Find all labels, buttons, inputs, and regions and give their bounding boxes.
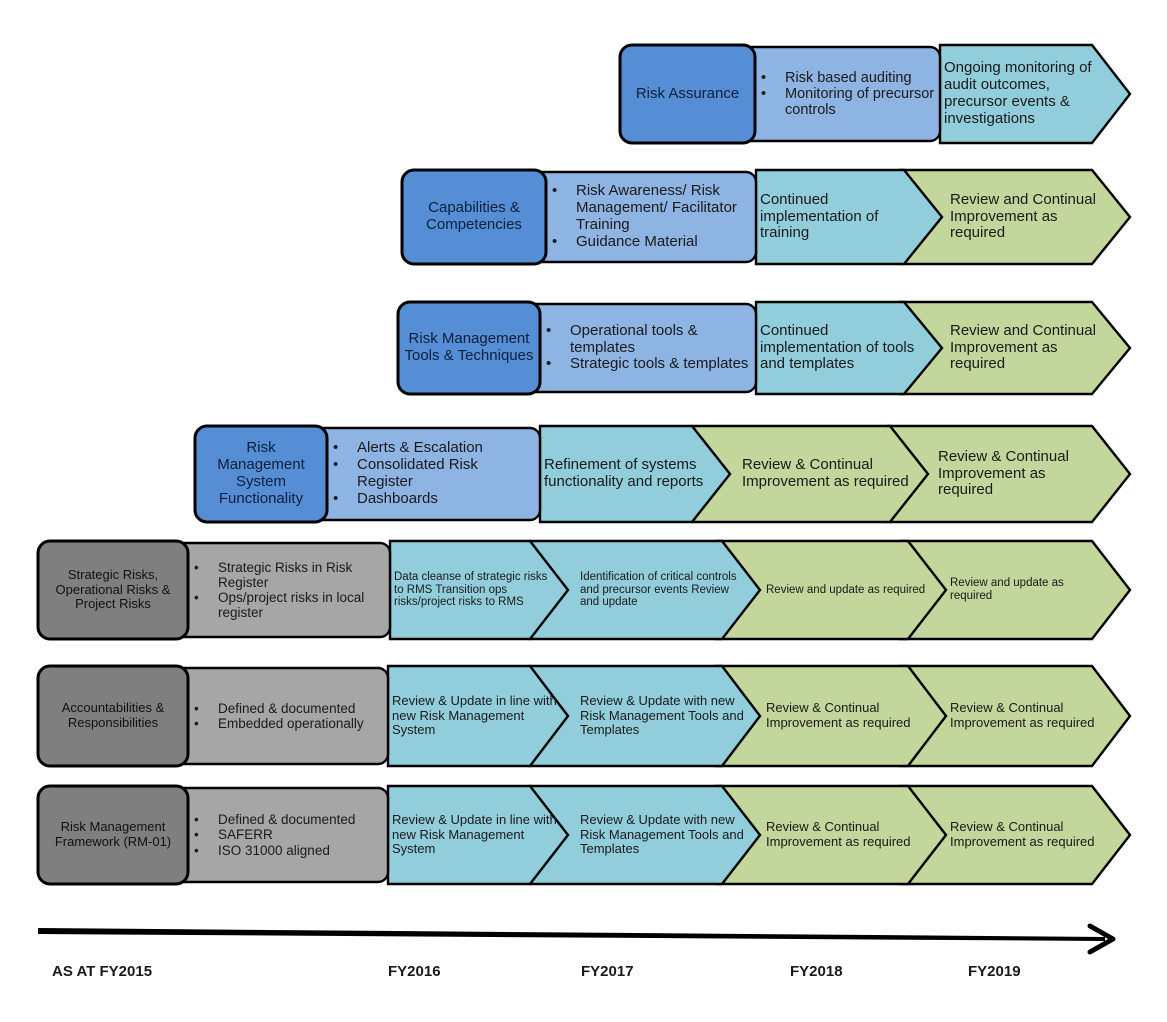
title-box: [36, 539, 190, 641]
phase-text-capabilities-2: Review and Continual Improvement as requ…: [950, 190, 1096, 242]
phase-text-strategic-4: Review and update as required: [950, 577, 1064, 602]
row-bullets-tools: Operational tools & templatesStrategic t…: [542, 306, 752, 390]
title-box: [193, 424, 329, 524]
phase-text-tools-1: Continued implementation of tools and te…: [760, 321, 915, 373]
row-title-tools: Risk Management Tools & Techniques: [404, 330, 534, 364]
title-box: [400, 168, 548, 266]
row-title-capabilities: Capabilities & Competencies: [426, 199, 522, 233]
row-title-accountabilities: Accountabilities & Responsibilities: [61, 700, 165, 730]
phase-text-accountabilities-1: Review & Update in line with new Risk Ma…: [392, 693, 557, 738]
bullet-item: Risk Awareness/ Risk Management/ Facilit…: [548, 182, 752, 233]
axis-label-fy2018: FY2018: [790, 963, 843, 980]
bullet-item: Defined & documented: [190, 701, 364, 716]
phase-text-framework-4: Review & Continual Improvement as requir…: [950, 819, 1095, 849]
row-title-framework: Risk Management Framework (RM-01): [54, 819, 172, 849]
title-box: [36, 664, 190, 768]
phase-text-tools-2: Review and Continual Improvement as requ…: [950, 321, 1096, 373]
phase-text-strategic-1: Data cleanse of strategic risks to RMS T…: [394, 570, 548, 609]
bullet-item: Guidance Material: [548, 233, 752, 251]
row-bullets-system: Alerts & EscalationConsolidated Risk Reg…: [329, 430, 536, 518]
phase-text-accountabilities-3: Review & Continual Improvement as requir…: [766, 700, 911, 730]
row-title-strategic: Strategic Risks, Operational Risks & Pro…: [55, 567, 171, 612]
bullet-item: Consolidated Risk Register: [329, 456, 536, 491]
phase-text-strategic-2: Identification of critical controls and …: [580, 570, 737, 609]
bullet-item: Strategic tools & templates: [542, 356, 752, 373]
phase-text-framework-2: Review & Update with new Risk Management…: [580, 812, 744, 857]
bullet-item: Strategic Risks in Risk Register: [190, 560, 386, 590]
title-box: [36, 784, 190, 886]
phase-text-capabilities-1: Continued implementation of training: [760, 190, 879, 242]
row-bullets-framework: Defined & documentedSAFERRISO 31000 alig…: [190, 790, 384, 880]
row-bullets-capabilities: Risk Awareness/ Risk Management/ Facilit…: [548, 174, 752, 260]
axis-label-fy2015: AS AT FY2015: [52, 963, 153, 980]
phase-text-risk-assurance-1: Ongoing monitoring of audit outcomes, pr…: [944, 59, 1092, 127]
row-title-system: Risk Management System Functionality: [217, 439, 305, 507]
bullet-item: Defined & documented: [190, 812, 355, 827]
bullet-item: Operational tools & templates: [542, 322, 752, 357]
axis-label-fy2019: FY2019: [968, 963, 1021, 980]
row-title-risk-assurance: Risk Assurance: [635, 84, 740, 102]
phase-text-accountabilities-2: Review & Update with new Risk Management…: [580, 693, 744, 738]
axis-label-fy2017: FY2017: [581, 963, 634, 980]
phase-text-strategic-3: Review and update as required: [766, 583, 926, 596]
axis-arrow: [38, 923, 1116, 955]
title-box: [396, 300, 542, 396]
row-bullets-risk-assurance: Risk based auditingMonitoring of precurs…: [757, 49, 936, 139]
phase-text-system-3: Review & Continual Improvement as requir…: [938, 447, 1069, 499]
bullet-item: Ops/project risks in local register: [190, 590, 386, 620]
phase-text-accountabilities-4: Review & Continual Improvement as requir…: [950, 700, 1095, 730]
bullet-item: Dashboards: [329, 490, 536, 508]
row-bullets-accountabilities: Defined & documentedEmbedded operational…: [190, 670, 384, 762]
bullet-item: Alerts & Escalation: [329, 440, 536, 457]
title-box: [618, 43, 757, 145]
phase-text-framework-3: Review & Continual Improvement as requir…: [766, 819, 911, 849]
bullet-item: Embedded operationally: [190, 716, 364, 731]
bullet-item: SAFERR: [190, 827, 355, 842]
bullet-item: ISO 31000 aligned: [190, 843, 355, 858]
row-accountabilities: [36, 664, 1132, 768]
phase-text-system-2: Review & Continual Improvement as requir…: [742, 456, 909, 490]
phase-text-system-1: Refinement of systems functionality and …: [544, 456, 704, 490]
row-bullets-strategic: Strategic Risks in Risk RegisterOps/proj…: [190, 545, 386, 635]
bullet-item: Risk based auditing: [757, 70, 936, 86]
phase-text-framework-1: Review & Update in line with new Risk Ma…: [392, 812, 557, 857]
bullet-item: Monitoring of precursor controls: [757, 86, 936, 118]
axis-label-fy2016: FY2016: [388, 963, 441, 980]
